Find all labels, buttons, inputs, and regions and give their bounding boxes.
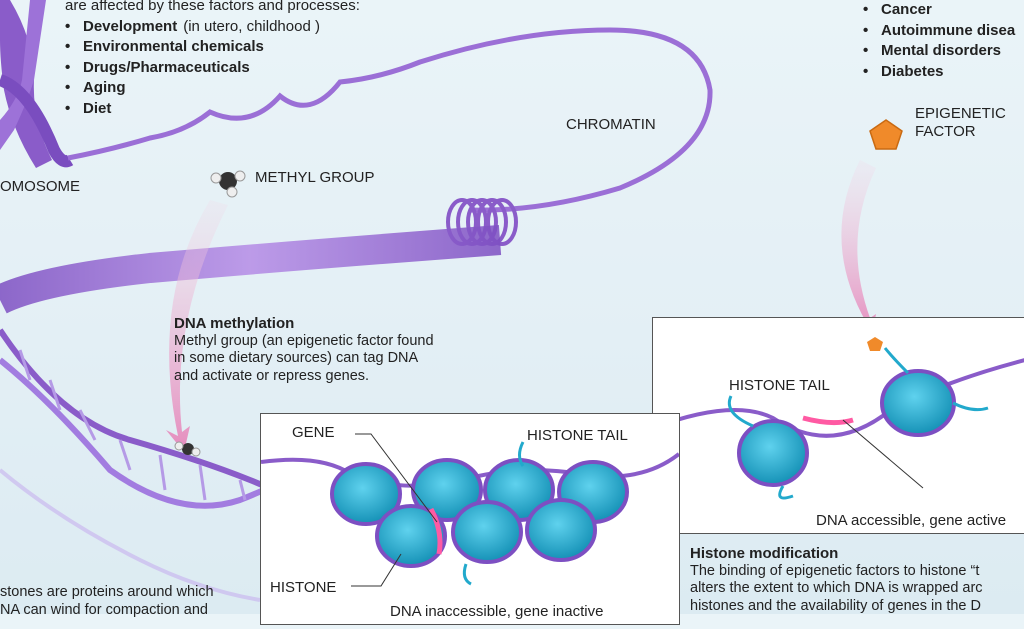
chromosome-label: OMOSOME <box>0 178 81 195</box>
disease-item: Cancer <box>863 0 1015 21</box>
accessible-dna-panel <box>652 317 1024 534</box>
disease-item: Mental disorders <box>863 41 1015 62</box>
factors-list: are affected by these factors and proces… <box>65 0 360 119</box>
gene-label: GENE <box>292 424 335 441</box>
methyl-arrow <box>166 200 228 452</box>
histone-label: HISTONE <box>270 579 337 596</box>
chromatin-label: CHROMATIN <box>566 116 656 133</box>
factor-item: Drugs/Pharmaceuticals <box>65 58 360 79</box>
methyl-group-label: METHYL GROUP <box>255 169 375 186</box>
histone-tail-label-left: HISTONE TAIL <box>527 427 628 444</box>
histone-modification-description: Histone modification The binding of epig… <box>690 545 1024 615</box>
inaccessible-dna-illustration <box>260 433 681 587</box>
dna-inaccessible-label: DNA inaccessible, gene inactive <box>390 603 604 620</box>
factor-item: Development(in utero, childhood ) <box>65 17 360 38</box>
factor-item: Environmental chemicals <box>65 37 360 58</box>
epigenetic-factor-tag-icon <box>867 337 883 351</box>
epigenetics-illustration <box>0 0 876 602</box>
inaccessible-dna-panel <box>260 413 681 625</box>
chromosome <box>0 0 74 168</box>
histone-tail-label-right: HISTONE TAIL <box>729 377 830 394</box>
epigenetic-factor-icon <box>869 119 903 150</box>
epigenetic-factor-arrow <box>841 160 876 336</box>
diseases-list: Cancer Autoimmune disea Mental disorders… <box>863 0 1015 82</box>
factor-item: Aging <box>65 78 360 99</box>
dna-accessible-label: DNA accessible, gene active <box>816 512 1007 529</box>
methyl-tag-icon <box>174 441 201 457</box>
methyl-group-icon <box>210 170 246 198</box>
disease-item: Diabetes <box>863 62 1015 83</box>
disease-item: Autoimmune disea <box>863 21 1015 42</box>
dna-methylation-title: DNA methylation <box>174 315 295 332</box>
histone-modification-title: Histone modification <box>690 545 839 562</box>
dna-methylation-description: DNA methylation Methyl group (an epigene… <box>174 315 494 385</box>
factors-intro: are affected by these factors and proces… <box>65 0 360 14</box>
accessible-dna-illustration <box>652 347 1024 500</box>
factor-item: Diet <box>65 99 360 120</box>
chromatin-fiber <box>67 27 713 213</box>
